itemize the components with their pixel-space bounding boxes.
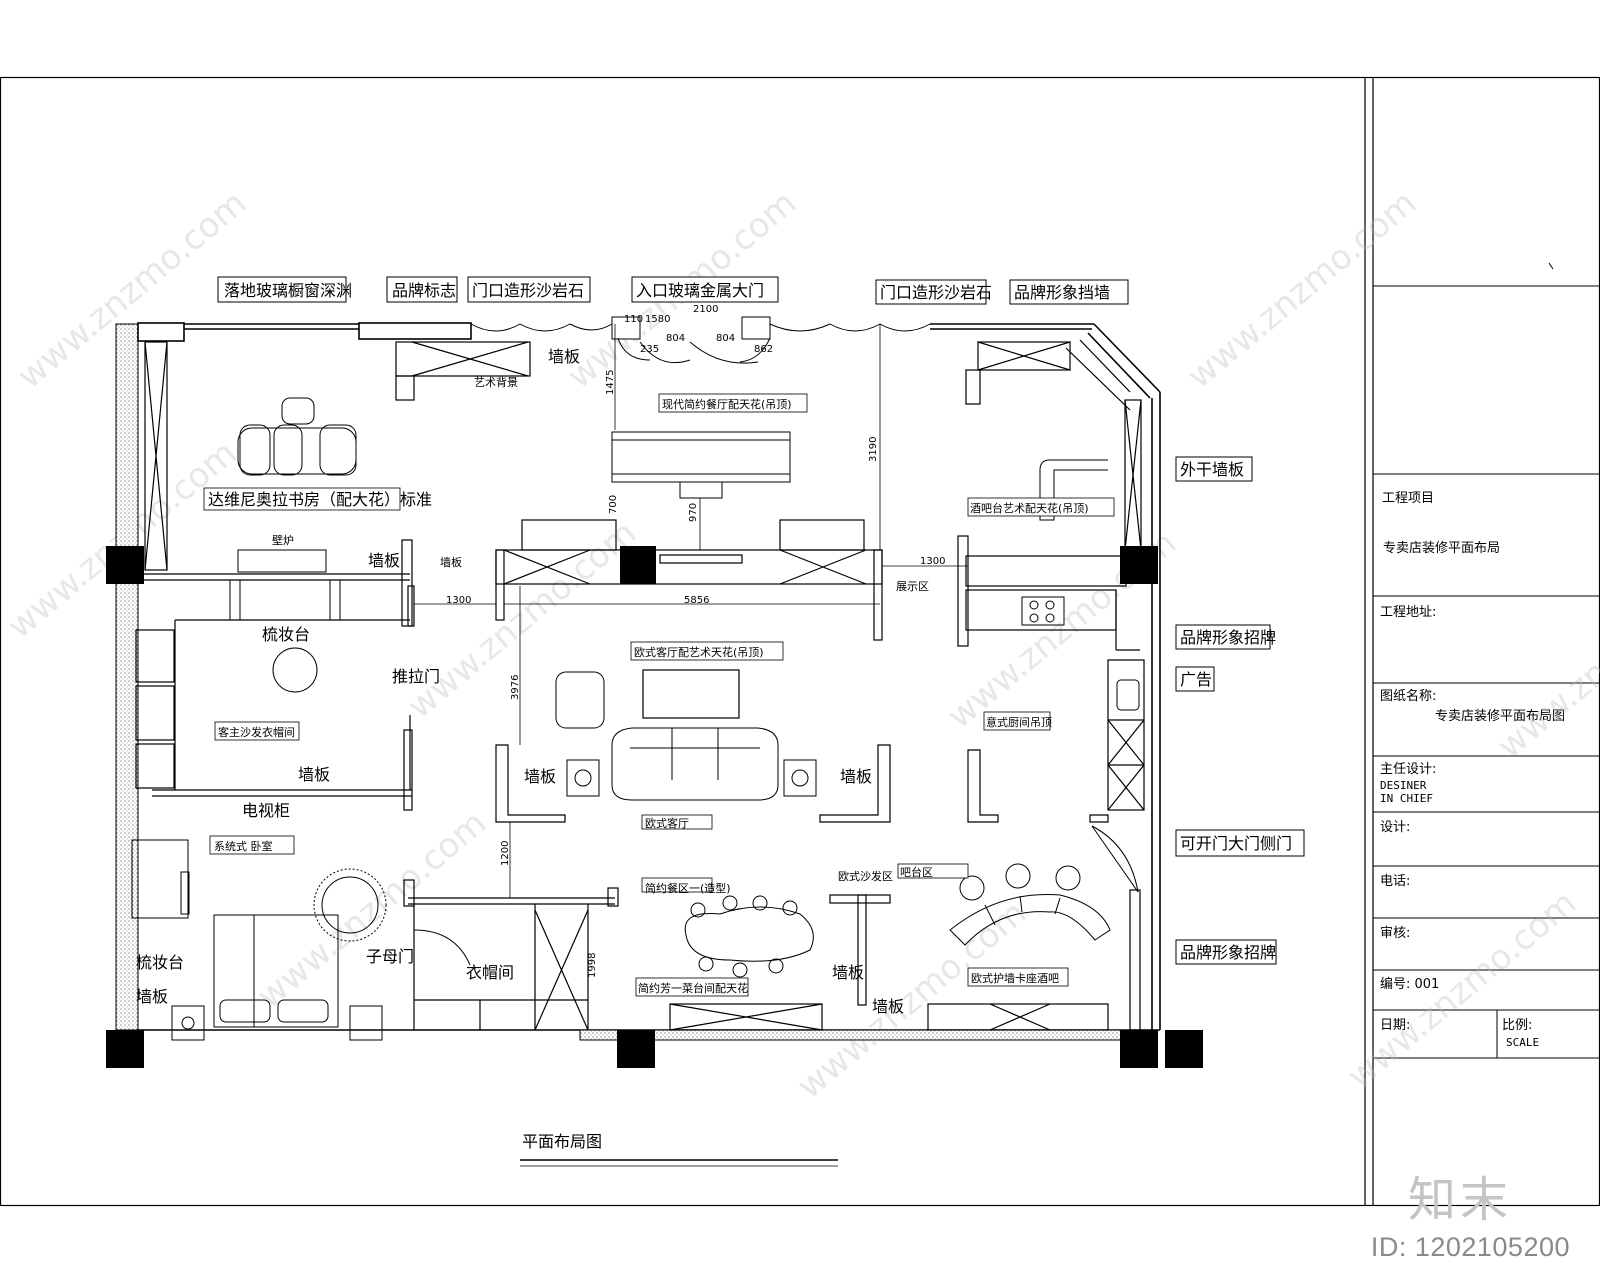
scale-en: SCALE bbox=[1506, 1036, 1539, 1049]
logo-mark: 知末 bbox=[1408, 1172, 1513, 1228]
dim-label: 5856 bbox=[684, 595, 709, 606]
drawing-title-underline bbox=[520, 1159, 838, 1167]
chief-en-1: DESINER bbox=[1380, 779, 1427, 792]
room-label: 梳妆台 bbox=[136, 953, 184, 972]
project-label: 工程项目 bbox=[1382, 491, 1434, 506]
drawing-name-label: 图纸名称: bbox=[1380, 688, 1436, 704]
callout-label: 落地玻璃橱窗深渊 bbox=[224, 281, 352, 300]
dim-label: 110 bbox=[624, 314, 643, 325]
review-label: 审核: bbox=[1380, 926, 1410, 941]
dim-label: 970 bbox=[688, 503, 699, 522]
dim-label: 700 bbox=[608, 495, 619, 514]
dimension-lines bbox=[414, 324, 968, 1000]
dim-label: 804 bbox=[716, 333, 735, 344]
number-label: 编号: 001 bbox=[1380, 977, 1439, 992]
interior-partitions bbox=[135, 339, 1145, 1031]
drawing-name: 专卖店装修平面布局图 bbox=[1435, 709, 1565, 724]
room-label: 简约芳一菜台间配天花 bbox=[638, 981, 748, 995]
room-label: 客主沙发衣帽间 bbox=[218, 725, 295, 739]
room-label: 现代简约餐厅配天花(吊顶) bbox=[662, 397, 792, 411]
chief-label: 主任设计: bbox=[1380, 762, 1436, 777]
callout-label: 品牌形象挡墙 bbox=[1014, 283, 1110, 302]
title-block bbox=[1373, 262, 1600, 1059]
watermark-text: www.znzmo.com bbox=[1490, 553, 1600, 767]
dim-label: 1300 bbox=[446, 595, 471, 606]
room-label: 欧式客厅配艺术天花(吊顶) bbox=[634, 645, 764, 659]
watermark-text: www.znzmo.com bbox=[1180, 183, 1424, 397]
callout-label: 门口造形沙岩石 bbox=[880, 283, 992, 302]
room-label: 吧台区 bbox=[900, 865, 933, 879]
dim-label: 3190 bbox=[868, 437, 879, 462]
callout-label: 门口造形沙岩石 bbox=[472, 281, 584, 300]
room-label: 子母门 bbox=[366, 947, 414, 966]
room-label: 展示区 bbox=[896, 580, 929, 593]
room-label: 达维尼奥拉书房（配大花）标准 bbox=[208, 490, 432, 509]
room-label: 墙板 bbox=[840, 767, 872, 786]
room-label: 简约餐区一(造型) bbox=[645, 881, 731, 895]
dim-label: 1300 bbox=[920, 556, 945, 567]
dim-label: 1998 bbox=[587, 953, 598, 978]
watermark-text: www.znzmo.com bbox=[790, 893, 1034, 1107]
watermark-text: www.znzmo.com bbox=[1340, 883, 1584, 1097]
drawing-title: 平面布局图 bbox=[522, 1132, 602, 1151]
room-label: 酒吧台艺术配天花(吊顶) bbox=[970, 501, 1089, 515]
callout-label: 品牌形象招牌 bbox=[1180, 628, 1276, 647]
room-label: 欧式沙发区 bbox=[838, 869, 893, 883]
room-label-boxes bbox=[203, 393, 1115, 997]
room-label: 梳妆台 bbox=[262, 625, 310, 644]
project-name: 专卖店装修平面布局 bbox=[1383, 541, 1500, 556]
room-label: 墙板 bbox=[298, 765, 330, 784]
date-label: 日期: bbox=[1380, 1018, 1410, 1033]
furniture bbox=[131, 337, 1140, 1041]
callout-label: 品牌形象招牌 bbox=[1180, 943, 1276, 962]
watermark-text: www.znzmo.com bbox=[250, 803, 494, 1017]
room-label: 电视柜 bbox=[242, 801, 290, 820]
structural-columns bbox=[106, 546, 1203, 1068]
room-label: 推拉门 bbox=[392, 667, 440, 686]
callout-label: 广告 bbox=[1180, 670, 1212, 689]
room-label: 欧式护墙卡座酒吧 bbox=[971, 971, 1059, 985]
room-label: 欧式客厅 bbox=[645, 816, 689, 830]
chief-en-2: IN CHIEF bbox=[1380, 792, 1433, 805]
dim-label: 1475 bbox=[605, 370, 616, 395]
callout-label: 入口玻璃金属大门 bbox=[636, 281, 764, 300]
scale-label: 比例: bbox=[1502, 1018, 1532, 1033]
dim-label: 3976 bbox=[510, 675, 521, 700]
watermark-layer: www.znzmo.com www.znzmo.com www.znzmo.co… bbox=[0, 183, 1600, 1107]
callout-label: 品牌标志 bbox=[392, 281, 456, 300]
design-label: 设计: bbox=[1380, 820, 1410, 835]
room-label: 衣帽间 bbox=[466, 963, 514, 982]
room-label: 墙板 bbox=[368, 551, 400, 570]
room-label: 墙板 bbox=[832, 963, 864, 982]
dim-label: 235 bbox=[640, 344, 659, 355]
room-label: 墙板 bbox=[872, 997, 904, 1016]
dim-label: 1580 bbox=[645, 314, 670, 325]
dim-label: 804 bbox=[666, 333, 685, 344]
room-label: 壁炉 bbox=[272, 533, 294, 547]
room-label: 墙板 bbox=[136, 987, 168, 1006]
room-label: 意式厨间吊顶 bbox=[986, 715, 1052, 729]
room-label: 墙板 bbox=[524, 767, 556, 786]
room-label: 墙板 bbox=[440, 555, 462, 569]
callout-label: 可开门大门侧门 bbox=[1180, 834, 1292, 853]
room-label: 墙板 bbox=[548, 347, 580, 366]
address-label: 工程地址: bbox=[1380, 605, 1436, 620]
dim-label: 862 bbox=[754, 344, 773, 355]
dim-label: 2100 bbox=[693, 304, 718, 315]
room-label: 艺术背景 bbox=[474, 375, 518, 389]
footer-id: ID: 1202105200 bbox=[1370, 1232, 1570, 1262]
callout-label: 外干墙板 bbox=[1180, 460, 1244, 479]
phone-label: 电话: bbox=[1380, 874, 1410, 889]
room-label: 系统式 卧室 bbox=[214, 839, 273, 853]
dim-label: 1200 bbox=[500, 841, 511, 866]
callout-boxes bbox=[217, 276, 1305, 965]
